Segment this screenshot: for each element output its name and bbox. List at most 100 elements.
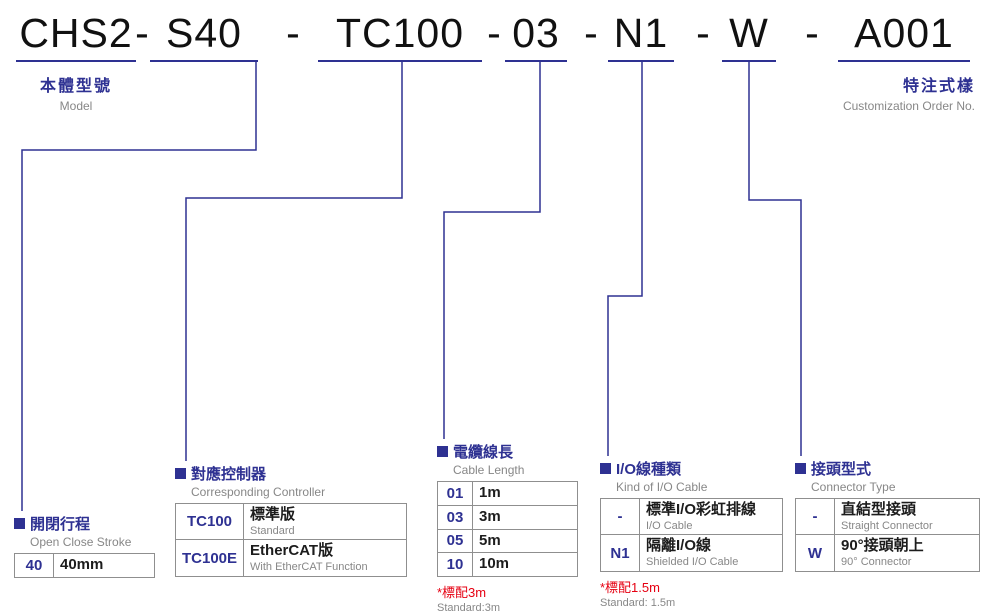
code-segment-cable: 03 xyxy=(505,8,567,62)
section-header: 開閉行程 xyxy=(14,513,155,534)
code-separator: - xyxy=(584,10,598,56)
section-cable-length: 電纜線長 Cable Length 01 1m 03 3m 05 5m xyxy=(437,441,578,611)
section-io-cable-kind: I/O線種類 Kind of I/O Cable - 標準I/O彩虹排線 I/O… xyxy=(600,458,783,609)
customization-label-en: Customization Order No. xyxy=(842,99,975,113)
line-io xyxy=(607,62,643,456)
code-cell: 10 xyxy=(437,552,473,577)
value-cell: 標準版 Standard xyxy=(243,502,408,541)
value-zh: EtherCAT版 xyxy=(250,542,334,560)
code-separator: - xyxy=(487,10,501,56)
value-zh: 標準I/O彩虹排線 xyxy=(646,501,757,518)
section-title-en: Kind of I/O Cable xyxy=(616,480,708,494)
value-en: 90° Connector xyxy=(841,556,912,569)
section-title-en: Cable Length xyxy=(453,463,525,477)
value-cell: 標準I/O彩虹排線 I/O Cable xyxy=(639,497,783,536)
code-cell: 03 xyxy=(437,504,473,530)
code-segment-stroke: S40 xyxy=(150,8,258,62)
value-zh: 40mm xyxy=(60,556,104,573)
section-bullet-icon xyxy=(795,463,806,474)
section-header: 電纜線長 xyxy=(437,441,578,462)
section-title-zh: 接頭型式 xyxy=(811,461,872,478)
section-title-zh: 開閉行程 xyxy=(30,516,91,533)
table-row: 40 40mm xyxy=(14,553,155,578)
table-row: 01 1m xyxy=(437,481,578,506)
code-cell: N1 xyxy=(600,534,640,572)
section-title-en: Connector Type xyxy=(811,480,896,494)
line-connector xyxy=(748,62,802,456)
section-title-en: Open Close Stroke xyxy=(30,535,132,549)
section-header: 接頭型式 xyxy=(795,458,980,479)
table-row: N1 隔離I/O線 Shielded I/O Cable xyxy=(600,534,783,572)
section-header: 對應控制器 xyxy=(175,463,407,484)
value-cell: 直結型接頭 Straight Connector xyxy=(834,497,980,536)
code-cell: - xyxy=(600,497,640,536)
code-cell: 40 xyxy=(14,553,54,578)
section-bullet-icon xyxy=(14,518,25,529)
value-cell: 1m xyxy=(472,481,578,506)
value-en: I/O Cable xyxy=(646,519,693,532)
section-bullet-icon xyxy=(175,468,186,479)
table-row: TC100E EtherCAT版 With EtherCAT Function xyxy=(174,539,408,577)
code-segment-io: N1 xyxy=(608,8,674,62)
section-title-zh: 對應控制器 xyxy=(191,466,267,483)
value-zh: 標準版 xyxy=(250,506,296,523)
code-segment-model: CHS2 xyxy=(16,8,136,62)
customization-label-zh: 特注式樣 xyxy=(902,78,975,95)
value-en: Shielded I/O Cable xyxy=(646,556,739,569)
section-connector-type: 接頭型式 Connector Type - 直結型接頭 Straight Con… xyxy=(795,458,980,572)
stroke-table: 40 40mm xyxy=(14,553,155,578)
model-label-zh: 本體型號 xyxy=(39,78,112,95)
value-zh: 3m xyxy=(479,507,501,525)
value-cell: 5m xyxy=(472,528,578,554)
value-en: Straight Connector xyxy=(841,519,933,532)
code-segment-controller: TC100 xyxy=(318,8,482,62)
model-label: 本體型號 Model xyxy=(16,72,136,113)
code-cell: - xyxy=(795,497,835,536)
line-stroke xyxy=(21,62,257,511)
code-cell: TC100E xyxy=(174,539,245,577)
table-row: 03 3m xyxy=(437,504,578,530)
section-corresponding-controller: 對應控制器 Corresponding Controller TC100 標準版… xyxy=(174,463,408,577)
code-separator: - xyxy=(135,10,149,56)
model-label-en: Model xyxy=(59,99,93,113)
value-zh: 直結型接頭 xyxy=(841,501,917,518)
code-cell: 01 xyxy=(437,481,473,506)
table-row: - 標準I/O彩虹排線 I/O Cable xyxy=(600,497,783,536)
section-title-en: Corresponding Controller xyxy=(191,485,326,499)
standard-note-en: Standard:3m xyxy=(437,602,500,611)
line-cable xyxy=(443,62,541,439)
standard-note-zh: *標配1.5m xyxy=(600,579,660,595)
value-cell: 3m xyxy=(472,504,578,530)
table-row: 10 10m xyxy=(437,552,578,577)
value-en: Standard xyxy=(250,524,295,537)
code-cell: TC100 xyxy=(174,502,245,541)
section-title-zh: 電纜線長 xyxy=(453,444,514,461)
code-segment-custom: A001 xyxy=(838,8,970,62)
cable-length-table: 01 1m 03 3m 05 5m 10 10m xyxy=(437,481,578,577)
section-header: I/O線種類 xyxy=(600,458,783,479)
value-zh: 1m xyxy=(479,484,501,501)
section-bullet-icon xyxy=(437,446,448,457)
section-title-zh: I/O線種類 xyxy=(616,461,682,478)
value-cell: EtherCAT版 With EtherCAT Function xyxy=(243,539,408,577)
code-separator: - xyxy=(286,10,300,56)
value-zh: 5m xyxy=(479,531,501,549)
section-open-close-stroke: 開閉行程 Open Close Stroke 40 40mm xyxy=(14,513,155,578)
io-cable-table: - 標準I/O彩虹排線 I/O Cable N1 隔離I/O線 Shielded… xyxy=(600,497,783,572)
standard-note-zh: *標配3m xyxy=(437,585,487,600)
value-zh: 10m xyxy=(479,555,510,573)
table-row: TC100 標準版 Standard xyxy=(174,502,408,541)
table-row: - 直結型接頭 Straight Connector xyxy=(795,497,980,536)
table-row: 05 5m xyxy=(437,528,578,554)
connector-type-table: - 直結型接頭 Straight Connector W 90°接頭朝上 90°… xyxy=(795,497,980,572)
value-cell: 10m xyxy=(472,552,578,577)
value-cell: 隔離I/O線 Shielded I/O Cable xyxy=(639,534,783,572)
value-zh: 隔離I/O線 xyxy=(646,537,712,555)
code-separator: - xyxy=(805,10,819,56)
table-row: W 90°接頭朝上 90° Connector xyxy=(795,534,980,572)
value-cell: 90°接頭朝上 90° Connector xyxy=(834,534,980,572)
controller-table: TC100 標準版 Standard TC100E EtherCAT版 With… xyxy=(174,502,408,577)
customization-label: 特注式樣 Customization Order No. xyxy=(790,72,975,113)
